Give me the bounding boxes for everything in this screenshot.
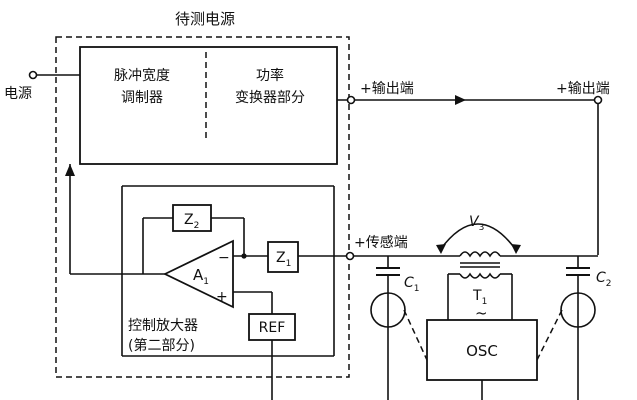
- junction-dot: [241, 253, 247, 259]
- z1-label: Z1: [276, 250, 291, 269]
- diagram-title: 待测电源: [175, 10, 235, 28]
- ref-block: [248, 313, 296, 341]
- op-amp-a1: [162, 239, 234, 309]
- control-amp-label-line1: 控制放大器: [128, 318, 198, 334]
- z2-impedance: [172, 204, 212, 232]
- c2-label: C2: [596, 270, 612, 289]
- osc-block: [426, 319, 538, 381]
- op-amp-a1-label: A1: [193, 266, 209, 287]
- sense-terminal: [345, 251, 355, 261]
- converter-label-line2: 变换器部分: [235, 89, 305, 106]
- pwm-label-line2: 调制器: [121, 90, 163, 106]
- ref-label: REF: [259, 320, 286, 336]
- output-terminal-1: [346, 95, 356, 105]
- output-arrow: [455, 95, 466, 105]
- power-input-terminal: [28, 70, 38, 80]
- c2-probe-ring: [560, 292, 596, 328]
- pwm-converter-block: [79, 46, 338, 165]
- pwm-label-line1: 脉冲宽度: [114, 67, 170, 84]
- c1-probe-ring: [370, 292, 406, 328]
- dut-boundary: [55, 36, 350, 378]
- v3-arrow-left: [436, 244, 446, 254]
- sense-terminal-label: +传感端: [354, 234, 408, 251]
- feedback-arrow: [65, 164, 75, 176]
- v3-label: V3: [469, 214, 484, 233]
- osc-label: OSC: [466, 342, 498, 360]
- power-source-label: 电源: [4, 86, 32, 102]
- output-terminal-1-label: +输出端: [360, 81, 414, 97]
- op-amp-plus-sign: +: [216, 289, 228, 305]
- op-amp-minus-sign: −: [218, 250, 230, 266]
- v3-arc: [439, 223, 517, 251]
- output-terminal-2: [593, 95, 603, 105]
- c1-probe-link: [403, 309, 428, 361]
- converter-label-line1: 功率: [256, 67, 284, 84]
- transformer-coil-bottom: [459, 272, 501, 279]
- c1-label: C1: [404, 275, 420, 294]
- z1-impedance: [267, 241, 299, 273]
- control-amp-label-line2: (第二部分): [128, 337, 195, 354]
- transformer-ac-symbol: ~: [475, 304, 488, 322]
- z2-label: Z2: [184, 212, 199, 231]
- transformer-coil-top: [459, 251, 501, 258]
- v3-arrow-right: [511, 244, 521, 254]
- output-terminal-2-label: +输出端: [556, 81, 610, 97]
- transformer-label: T1: [472, 288, 487, 307]
- c2-probe-link: [536, 309, 563, 361]
